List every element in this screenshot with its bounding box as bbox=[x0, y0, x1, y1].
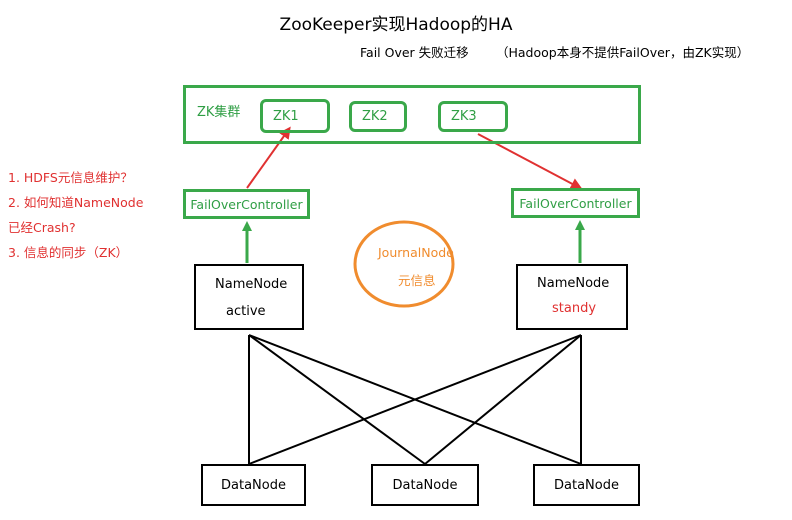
namenode-standby-box bbox=[516, 264, 628, 330]
zk1-label: ZK1 bbox=[273, 108, 299, 124]
zk3-label: ZK3 bbox=[451, 109, 477, 124]
failover-controller-right: FailOverController bbox=[511, 188, 640, 218]
datanode-3-label: DataNode bbox=[554, 477, 619, 493]
link-nn2-dn1 bbox=[248, 334, 582, 465]
diagram-title: ZooKeeper实现Hadoop的HA bbox=[279, 15, 513, 35]
datanode-2: DataNode bbox=[371, 464, 479, 506]
namenode-active-name: NameNode bbox=[215, 277, 288, 292]
failover-note: （Hadoop本身不提供FailOver，由ZK实现） bbox=[496, 45, 750, 60]
journalnode-ellipse bbox=[353, 220, 455, 308]
failover-controller-left: FailOverController bbox=[183, 189, 310, 219]
note-3: 3. 信息的同步（ZK） bbox=[8, 245, 129, 260]
namenode-standby-name: NameNode bbox=[537, 276, 610, 291]
note-2: 2. 如何知道NameNode bbox=[8, 195, 144, 210]
zk-cluster-label: ZK集群 bbox=[197, 105, 241, 120]
failover-controller-right-label: FailOverController bbox=[519, 195, 632, 211]
namenode-standby-state: standy bbox=[552, 301, 597, 316]
datanode-3: DataNode bbox=[533, 464, 640, 506]
zk-cluster-box bbox=[183, 85, 641, 144]
zk1-node: ZK1 bbox=[260, 99, 330, 133]
note-1: 1. HDFS元信息维护？ bbox=[8, 170, 133, 185]
journalnode-label: JournalNode bbox=[378, 245, 454, 260]
namenode-active-box bbox=[194, 264, 304, 330]
datanode-1-label: DataNode bbox=[221, 477, 286, 493]
link-nn1-dn2 bbox=[248, 334, 426, 465]
zk2-node: ZK2 bbox=[349, 101, 407, 132]
namenode-active-state: active bbox=[226, 304, 266, 319]
datanode-2-label: DataNode bbox=[392, 477, 458, 493]
zk3-node: ZK3 bbox=[438, 101, 508, 132]
note-2-continued: 已经Crash? bbox=[8, 220, 76, 235]
link-nn2-dn2 bbox=[424, 334, 582, 465]
zk2-label: ZK2 bbox=[362, 109, 388, 124]
failover-controller-left-label: FailOverController bbox=[190, 196, 303, 212]
journalnode-sublabel: 元信息 bbox=[398, 273, 436, 288]
arrow-foc-to-zk1 bbox=[246, 126, 291, 189]
notes-list: 1. HDFS元信息维护？ 2. 如何知道NameNode 已经Crash? 3… bbox=[8, 165, 143, 265]
datanode-1: DataNode bbox=[201, 464, 306, 506]
failover-subtitle: Fail Over 失败迁移 bbox=[360, 45, 469, 60]
